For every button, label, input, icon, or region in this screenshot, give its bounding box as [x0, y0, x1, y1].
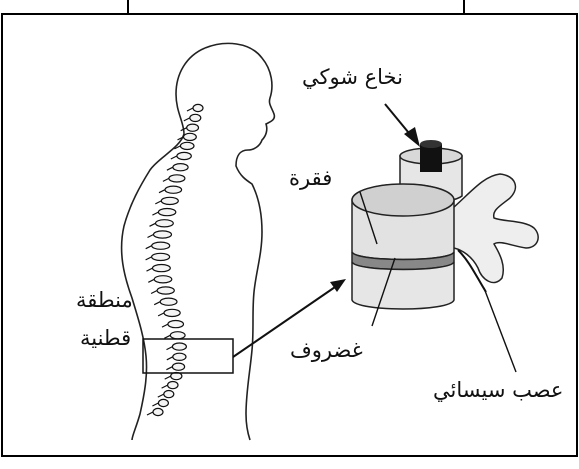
- spine-vertebra: [193, 104, 203, 111]
- spine-vertebra: [158, 399, 168, 406]
- spine-vertebra: [173, 353, 186, 360]
- spine-process: [147, 412, 153, 415]
- sciatic-nerve-label: عصب سيسائي: [433, 380, 563, 401]
- vertebra-label: فقرة: [289, 168, 332, 189]
- spine-column: [146, 104, 203, 415]
- spine-vertebra: [168, 382, 178, 389]
- spine-process: [164, 335, 170, 338]
- spine-process: [167, 357, 173, 360]
- spine-process: [158, 313, 164, 316]
- spine-process: [158, 394, 164, 397]
- spine-vertebra: [165, 186, 182, 193]
- spine-vertebra: [172, 343, 186, 350]
- spine-vertebra: [158, 209, 175, 216]
- spine-process: [155, 201, 161, 204]
- spine-process: [184, 118, 190, 121]
- spine-vertebra: [172, 363, 184, 370]
- spine-vertebra: [153, 265, 171, 272]
- spine-vertebra: [180, 142, 194, 149]
- spine-vertebra: [152, 253, 170, 260]
- spine-vertebra: [161, 197, 178, 204]
- sciatic-nerve-leader: [484, 288, 516, 372]
- spine-vertebra: [156, 220, 174, 227]
- spine-process: [146, 246, 152, 249]
- spine-vertebra: [173, 164, 188, 171]
- human-silhouette: [205, 43, 274, 440]
- spine-vertebra: [170, 332, 185, 339]
- spine-process: [171, 156, 177, 159]
- spine-vertebra: [157, 287, 174, 294]
- spine-vertebra: [190, 114, 201, 121]
- spine-process: [187, 108, 193, 111]
- spine-vertebra: [177, 152, 191, 159]
- spine-process: [159, 190, 165, 193]
- spine-vertebra: [169, 175, 185, 182]
- spine-process: [150, 223, 156, 226]
- spine-process: [166, 367, 172, 370]
- spine-vertebra: [164, 391, 174, 398]
- spine-vertebra: [160, 298, 177, 305]
- spine-process: [146, 257, 152, 260]
- spine-process: [165, 376, 171, 379]
- spine-process: [162, 385, 168, 388]
- spine-process: [152, 403, 158, 406]
- spine-process: [167, 347, 173, 350]
- spine-vertebra: [154, 276, 172, 283]
- spine-process: [147, 268, 153, 271]
- spine-vertebra: [184, 133, 197, 140]
- vertebra-body-lower: [352, 262, 454, 309]
- spine-process: [151, 291, 157, 294]
- spine-vertebra: [153, 408, 163, 415]
- spine-process: [148, 235, 154, 238]
- spine-vertebra: [164, 309, 180, 316]
- spine-process: [152, 212, 158, 215]
- lumbar-region-box: [143, 339, 233, 373]
- spinal-cord-label: نخاع شوكي: [302, 67, 403, 88]
- spinal-cord-arrow: [385, 104, 420, 147]
- spine-vertebra: [187, 124, 199, 131]
- spine-vertebra: [168, 321, 184, 328]
- spine-vertebra: [152, 242, 170, 249]
- lumbar-region-label-line2: قطنية: [80, 328, 131, 349]
- spine-process: [154, 302, 160, 305]
- cartilage-label: غضروف: [290, 340, 363, 361]
- lumbar-region-label-line1: منطقة: [76, 290, 133, 311]
- spine-process: [162, 324, 168, 327]
- spine-process: [163, 178, 169, 181]
- vertebra-body: [352, 184, 454, 260]
- spine-process: [167, 167, 173, 170]
- spine-vertebra: [154, 231, 172, 238]
- spine-process: [148, 279, 154, 282]
